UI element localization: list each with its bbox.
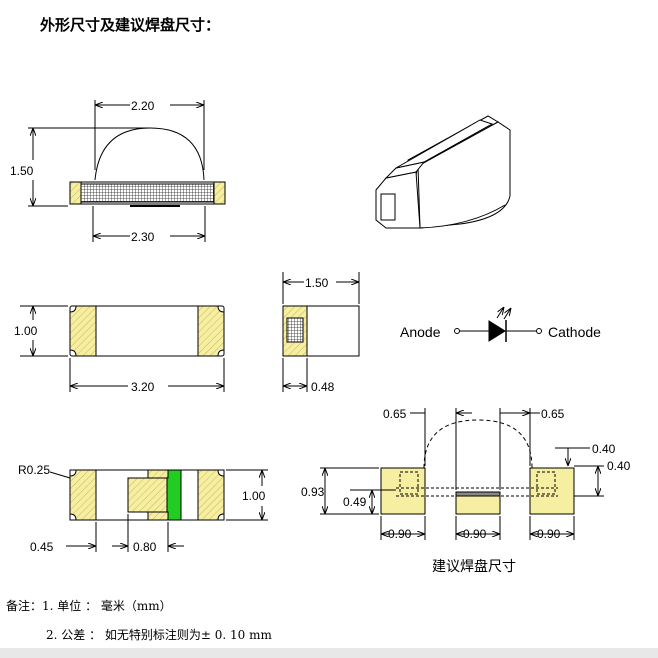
dim-bottom-width: 2.30 (131, 230, 155, 244)
bottom-bar (0, 648, 658, 658)
cathode-mark (166, 469, 182, 521)
lens-dome (94, 127, 205, 181)
dim-pad3: 0.90 (537, 527, 561, 541)
dim-pad-height-small: 0.49 (343, 495, 367, 509)
page-title: 外形尺寸及建议焊盘尺寸： (40, 16, 221, 34)
pad-layout-caption: 建议焊盘尺寸 (432, 558, 516, 575)
front-view (20, 305, 225, 392)
side-view (282, 272, 360, 392)
cathode-label: Cathode (548, 324, 601, 340)
dim-pad-top-small: 0.40 (592, 442, 616, 456)
chip-array (80, 183, 215, 203)
bottom-view (49, 469, 268, 552)
led-symbol (454, 307, 542, 342)
note-line-1: 备注：1. 单位 ： 毫米（mm） (6, 599, 172, 613)
dim-bottom-height: 1.00 (242, 489, 266, 503)
dim-gap-left: 0.45 (30, 540, 54, 554)
top-view (28, 100, 226, 242)
diode-icon (488, 320, 506, 342)
cathode-terminal-icon (536, 328, 542, 334)
note-line-2: 2. 公差 ： 如无特别标注则为± 0. 10 mm (46, 628, 272, 642)
dim-radius: R0.25 (18, 463, 50, 477)
terminal-left (69, 181, 82, 205)
dim-pad1: 0.90 (388, 527, 412, 541)
dim-pad-right-small: 0.40 (607, 459, 631, 473)
dim-height: 1.50 (10, 164, 34, 178)
dim-top-width: 2.20 (131, 99, 155, 113)
anode-terminal-icon (454, 328, 460, 334)
pad-layout (320, 408, 604, 540)
dim-side-width: 1.50 (305, 276, 329, 290)
dim-pad2: 0.90 (463, 527, 487, 541)
dim-side-pad: 0.48 (311, 380, 335, 394)
dim-pad-right-offset: 0.65 (541, 407, 565, 421)
terminal-right (213, 181, 226, 205)
dim-front-height: 1.00 (14, 324, 38, 338)
dim-pad-height-total: 0.93 (301, 485, 325, 499)
dim-pad-left-offset: 0.65 (383, 407, 407, 421)
dim-pad-width: 0.80 (133, 540, 157, 554)
dim-length: 3.20 (131, 380, 155, 394)
anode-label: Anode (400, 324, 441, 340)
isometric-view (375, 115, 511, 229)
